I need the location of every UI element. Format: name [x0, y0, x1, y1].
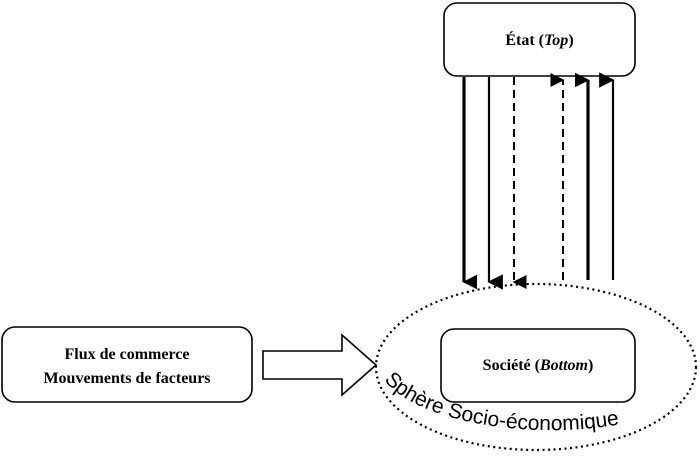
trade-flows-line2: Mouvements de facteurs: [43, 370, 210, 387]
state-box-title: État (Top): [505, 30, 573, 49]
state-box: État (Top): [443, 2, 636, 77]
trade-flows-box: Flux de commerce Mouvements de facteurs: [1, 326, 253, 403]
external-influence-arrow: [262, 333, 378, 397]
society-box: Société (Bottom): [440, 328, 636, 403]
socio-economic-sphere: [374, 282, 698, 452]
society-box-title: Société (Bottom): [483, 357, 594, 374]
trade-flows-line1: Flux de commerce: [65, 346, 190, 363]
